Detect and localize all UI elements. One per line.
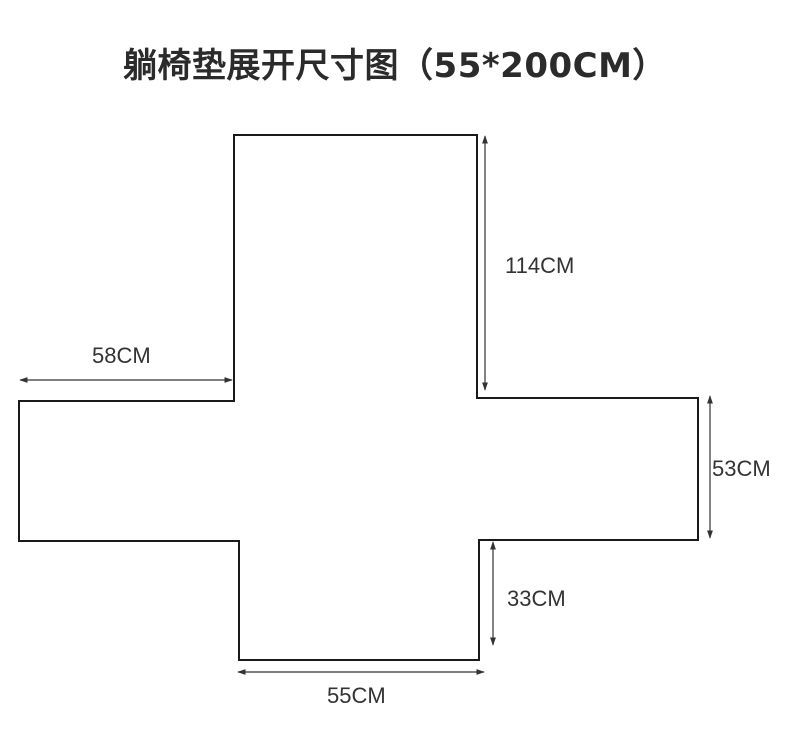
label-side-width: 58CM [92, 343, 151, 368]
label-middle-height: 53CM [712, 456, 771, 481]
label-upper-height: 114CM [505, 253, 574, 278]
cushion-outline [18, 134, 699, 661]
label-lower-height: 33CM [507, 586, 566, 611]
diagram-title: 躺椅垫展开尺寸图（55*200CM） [123, 46, 667, 86]
label-bottom-width: 55CM [327, 683, 386, 708]
